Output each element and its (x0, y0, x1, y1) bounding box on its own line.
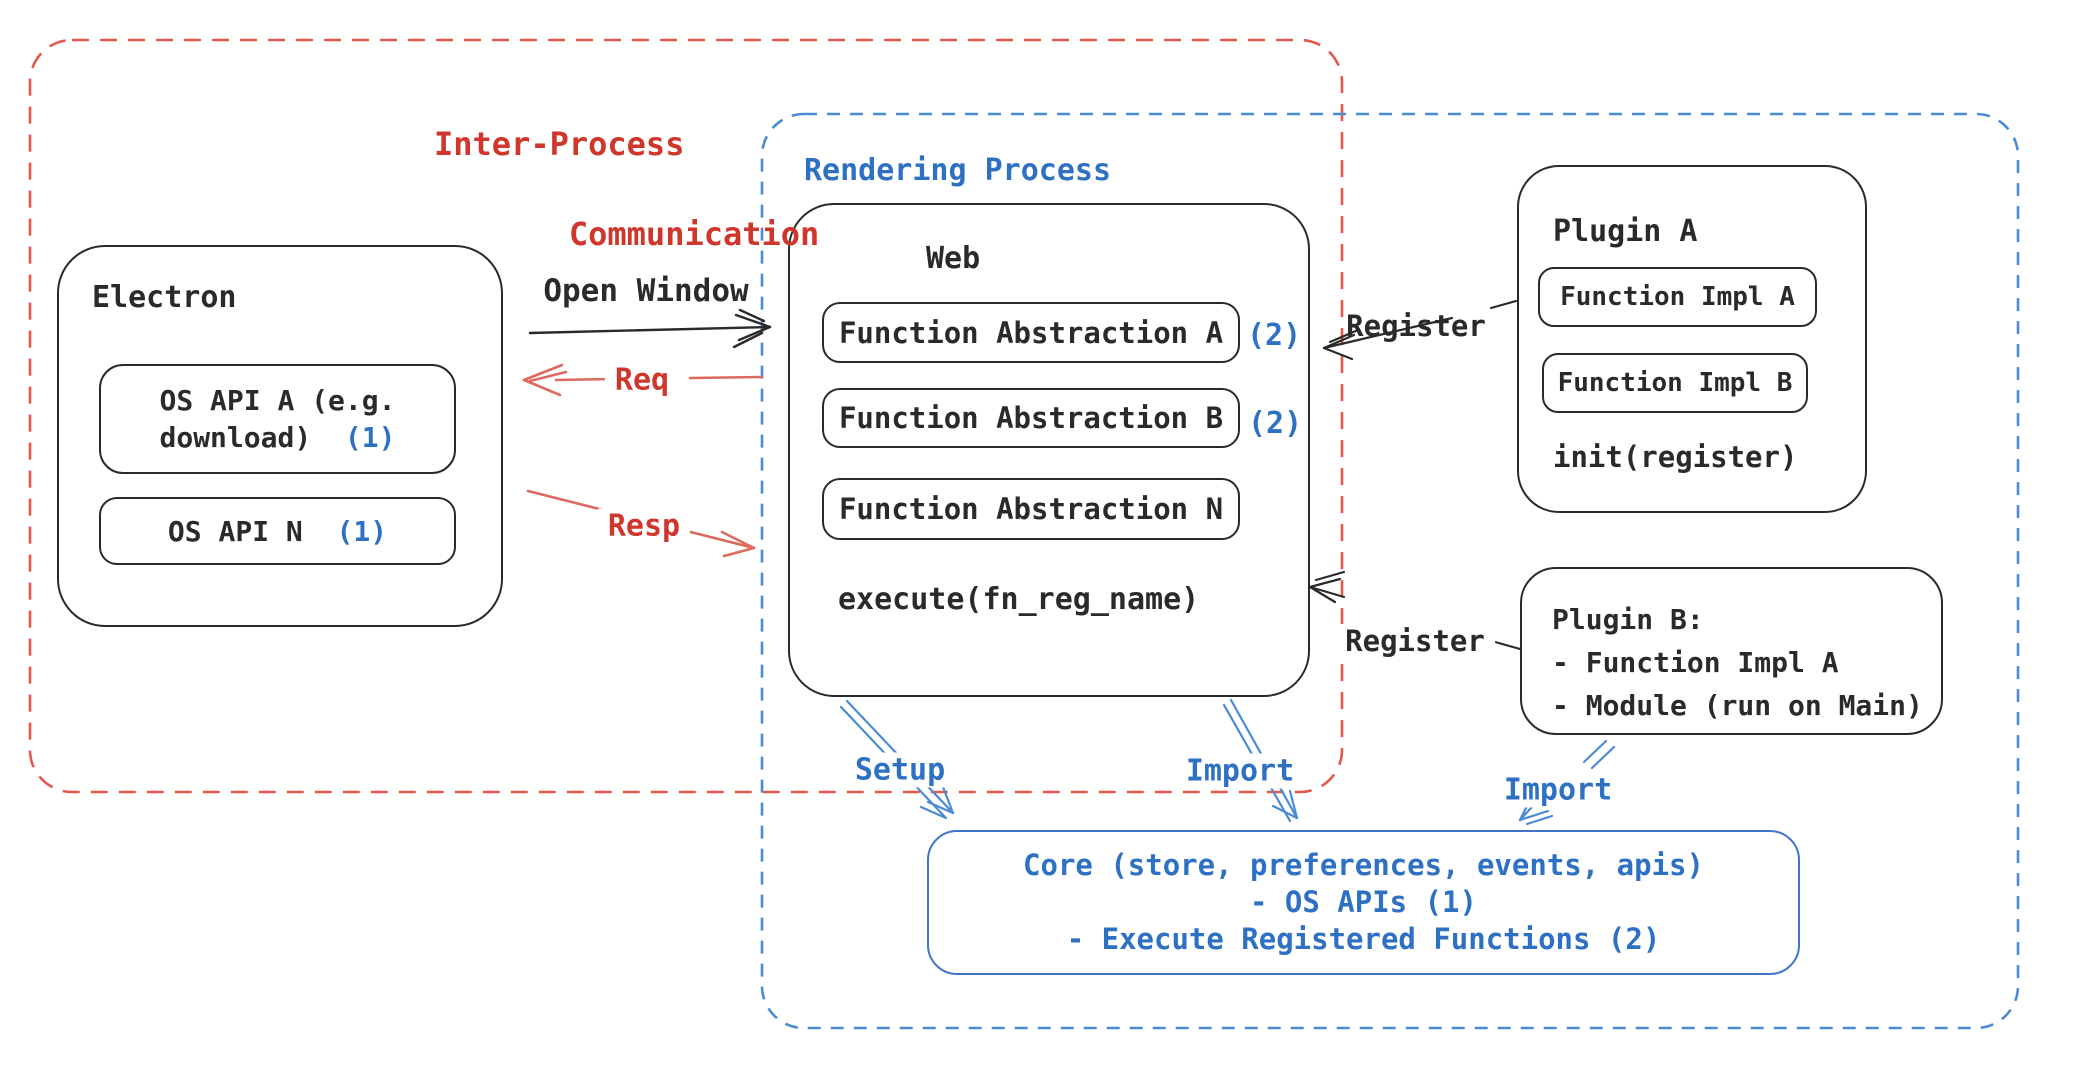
plugin-b-line1: Plugin B: (1552, 603, 1704, 636)
open-window-label: Open Window (543, 273, 749, 309)
import-label-plugin-b: Import (1493, 772, 1623, 808)
function-abstraction-a-box (822, 302, 1240, 363)
function-abstraction-b-text: Function Abstraction B (838, 401, 1224, 435)
ipc-label-line2: Communication (568, 215, 820, 253)
web-title: Web (926, 241, 981, 276)
plugin-a-box (1517, 165, 1867, 513)
os-api-a-line2-text: download) (159, 421, 312, 454)
register-label-plugin-b: Register (1335, 624, 1495, 658)
register-arrow-plugin-a (1322, 299, 1518, 361)
os-api-a-line1: OS API A (e.g. (159, 384, 396, 417)
core-text: Core (store, preferences, events, apis) … (927, 830, 1800, 975)
ipc-label-line1: Inter-Process (434, 125, 685, 163)
os-api-n-text: OS API N (1) (99, 497, 456, 565)
function-impl-a-box (1538, 267, 1817, 327)
web-box (788, 203, 1310, 697)
core-line1: Core (store, preferences, events, apis) (1023, 848, 1704, 882)
req-label: Req (604, 362, 680, 398)
function-impl-a-text: Function Impl A (1560, 282, 1795, 312)
import-arrow-plugin-b (1518, 739, 1616, 826)
function-impl-b-box (1542, 353, 1808, 413)
os-api-a-line2: download) (1) (159, 419, 395, 456)
execute-call-text: execute(fn_reg_name) (838, 582, 1200, 617)
os-api-n-ref: (1) (336, 514, 388, 548)
function-abstraction-b-ref: (2) (1248, 406, 1303, 441)
plugin-b-box (1520, 567, 1943, 735)
open-window-arrow (528, 308, 772, 349)
function-abstraction-b-box (822, 388, 1240, 448)
core-line2: - OS APIs (1) (1250, 885, 1477, 919)
register-arrow-plugin-b (1308, 570, 1522, 651)
setup-label: Setup (844, 752, 956, 788)
resp-label: Resp (597, 508, 691, 544)
function-abstraction-n-box (822, 478, 1240, 540)
function-abstraction-a-text: Function Abstraction A (838, 315, 1224, 350)
ipc-dashed-boundary (28, 38, 1344, 794)
init-register-text: init(register) (1553, 440, 1798, 474)
os-api-a-text: OS API A (e.g. download) (1) (99, 364, 456, 474)
plugin-a-title: Plugin A (1553, 214, 1698, 249)
os-api-a-ref: (1) (344, 421, 396, 454)
os-api-n-label: OS API N (167, 514, 303, 548)
req-arrow (522, 363, 764, 397)
function-impl-b-text: Function Impl B (1557, 368, 1793, 398)
ipc-region-label: Inter-Process Communication (434, 122, 819, 257)
rendering-process-dashed-boundary (760, 112, 2020, 1030)
rendering-process-label: Rendering Process (804, 153, 1112, 188)
plugin-b-text: Plugin B: - Function Impl A - Module (run … (1552, 598, 1923, 727)
function-abstraction-n-text: Function Abstraction N (838, 492, 1224, 526)
os-api-n-box (99, 497, 456, 565)
core-box (927, 830, 1800, 975)
plugin-b-line2: - Function Impl A (1552, 646, 1839, 679)
register-label-plugin-a: Register (1346, 309, 1486, 343)
function-abstraction-a-ref: (2) (1247, 318, 1302, 353)
import-label-web: Import (1175, 753, 1305, 789)
plugin-b-line3: - Module (run on Main) (1552, 689, 1923, 722)
os-api-a-box (99, 364, 456, 474)
electron-title: Electron (92, 280, 237, 315)
core-line3: - Execute Registered Functions (2) (1066, 922, 1661, 956)
os-api-n-gap (303, 515, 337, 548)
